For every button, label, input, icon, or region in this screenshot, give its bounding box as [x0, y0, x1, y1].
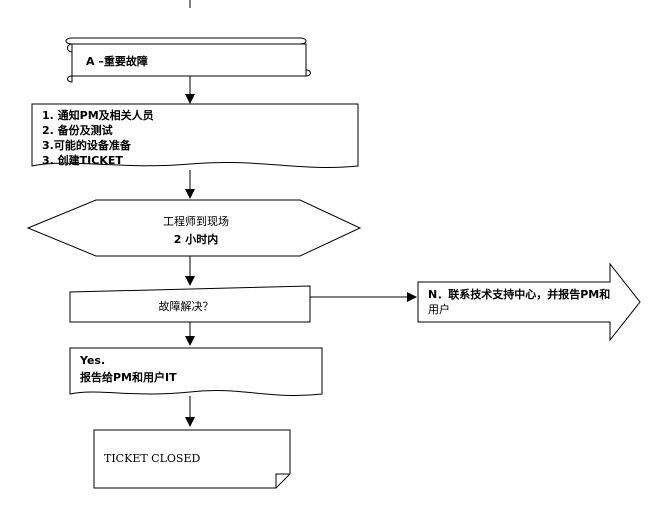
yes-branch-line-1: Yes.	[79, 354, 105, 367]
action-line-4: 3. 创建TICKET	[42, 153, 123, 167]
engineer-node: 工程师到现场 2 小时内	[26, 199, 362, 257]
engineer-line-1: 工程师到现场	[163, 214, 229, 228]
no-branch-node: N．联系技术支持中心，并报告PM和 用户	[417, 262, 641, 342]
end-node: TICKET CLOSED	[93, 429, 291, 489]
yes-branch-node: Yes. 报告给PM和用户IT	[69, 347, 323, 397]
decision-node: 故障解决？	[69, 285, 311, 323]
action-line-1: 1. 通知PM及相关人员	[42, 108, 154, 122]
start-node: A –重要故障	[65, 37, 311, 83]
action-line-3: 3.可能的设备准备	[42, 138, 132, 152]
start-label: A –重要故障	[86, 54, 148, 68]
engineer-line-2: 2 小时内	[174, 232, 218, 246]
action-line-2: 2. 备份及测试	[42, 123, 113, 137]
no-branch-line-1: N．联系技术支持中心，并报告PM和	[428, 287, 610, 301]
no-branch-line-2: 用户	[428, 302, 450, 316]
actions-node: 1. 通知PM及相关人员 2. 备份及测试 3.可能的设备准备 3. 创建TIC…	[31, 103, 359, 168]
yes-branch-line-2: 报告给PM和用户IT	[80, 370, 177, 384]
end-label: TICKET CLOSED	[104, 452, 200, 465]
decision-label: 故障解决？	[159, 299, 214, 313]
